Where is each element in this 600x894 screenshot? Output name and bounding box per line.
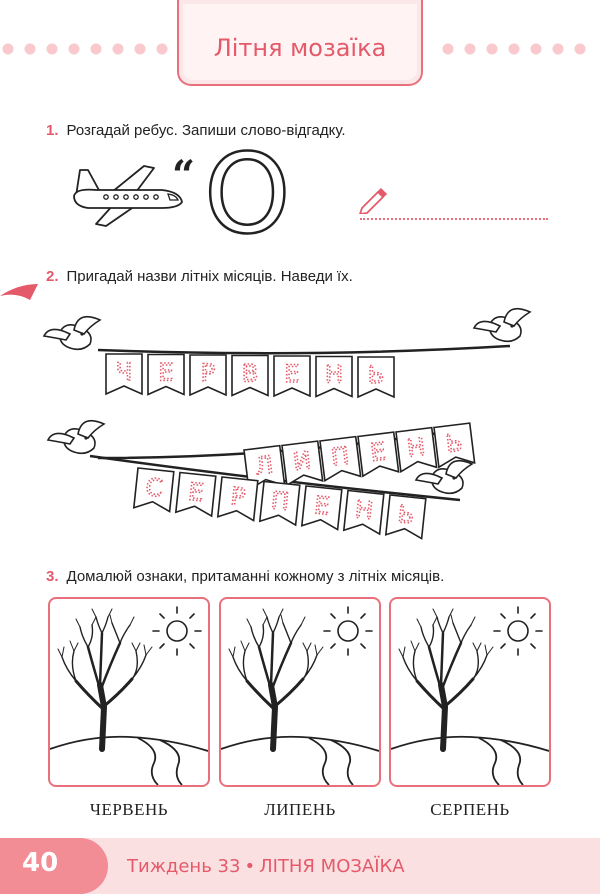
garland-flag: Н [395,426,438,474]
garland-letter: Е [369,437,387,467]
task-text: Розгадай ребус. Запиши слово-відгадку. [66,122,346,139]
garland-flag: И [281,440,324,487]
task-3: 3. Домалюй ознаки, притаманні кожному з л… [46,568,444,585]
garland-letter: Е [284,360,299,388]
month-label-july: ЛИПЕНЬ [264,800,336,819]
bird-icon [43,315,101,351]
garland-flag: Р [189,354,227,397]
tree-landscape [50,606,208,785]
sun-icon [493,606,543,656]
bare-tree [228,608,324,752]
bird-icon [415,459,473,495]
garland-letter: Р [201,359,215,387]
garland-letter: Ь [396,500,415,530]
garland-letter: П [270,486,291,516]
garland-flag: Ь [357,356,395,399]
garland-letter: Н [325,361,343,389]
bird-icon [47,419,105,455]
task-2: 2. Пригадай назви літніх місяців. Наведи … [46,268,353,285]
garland-flag: С [132,467,175,513]
page-title: Літня мозаїка [213,34,387,62]
sun-icon [323,606,373,656]
ground [391,735,549,785]
week-label: Тиждень 33 [127,856,241,877]
garland-flag: Н [315,355,353,398]
section-label: ЛІТНЯ МОЗАЇКА [259,856,405,877]
bare-tree [398,608,494,752]
garland-flag: Е [300,485,343,531]
ground [50,735,208,785]
header-dot-border [2,43,586,55]
garland-flag: Ч [105,353,143,396]
rebus-quote-mark: “ [172,152,196,199]
garland-letter: Ь [368,361,384,389]
sun-icon [152,606,202,656]
garland-letter: Е [187,478,205,507]
pencil-icon [359,187,388,214]
garland-letter: В [242,360,258,388]
garland-flag: В [231,354,269,397]
airplane-icon [73,165,183,227]
page-number: 40 [22,848,59,878]
garland-flag: Е [273,355,311,398]
page-number-tab [0,838,108,894]
garland-letter: Р [229,482,246,511]
garland-flag: Е [147,353,185,396]
month-drawing-box-3[interactable] [389,597,551,787]
garland-letter: С [144,473,164,503]
garland-letter: И [291,446,312,476]
garland-flag: Ь [433,422,476,469]
garland-flag: Ь [384,494,427,540]
task-number: 2. [46,268,59,285]
garland-flag: Е [357,431,400,478]
footer-caption: Тиждень 33•ЛІТНЯ МОЗАЇКА [127,856,405,877]
task-text: Пригадай назви літніх місяців. Наведи їх… [66,268,353,285]
month-drawing-box-2[interactable] [219,597,381,787]
garland-letter: Е [313,491,331,520]
garland-letter: Н [354,495,375,525]
garland-letter: Е [158,359,173,387]
garland-flag: П [319,435,362,483]
answer-line[interactable] [360,218,548,220]
task-number: 1. [46,122,59,139]
task-1: 1. Розгадай ребус. Запиши слово-відгадку. [46,122,346,139]
garland-letter: Л [253,451,274,481]
pointer-arrow-icon [0,284,38,300]
task-number: 3. [46,568,59,585]
garland-flag: Е [174,471,217,518]
footer-separator: • [244,856,256,877]
month-drawing-box-1[interactable] [48,597,210,787]
month-label-june: ЧЕРВЕНЬ [89,800,169,819]
garland-flag: П [258,480,301,527]
bare-tree [57,608,153,752]
title-tab [177,0,423,86]
garland-letter: Ь [444,428,464,458]
bird-icon [473,307,531,343]
task-text: Домалюй ознаки, притаманні кожному з літ… [66,568,445,585]
ground [221,735,379,785]
month-label-august: СЕРПЕНЬ [430,800,510,819]
garland-flag: Л [243,444,286,492]
garland-letter: Н [405,433,426,463]
garland-letter: Ч [116,358,132,386]
tree-landscape [221,606,379,785]
garland-letter: П [329,442,350,472]
rebus-letter: О [203,130,292,258]
tree-landscape [391,606,549,785]
garland-flag: Н [342,489,385,536]
garland-flag: Р [216,476,259,522]
